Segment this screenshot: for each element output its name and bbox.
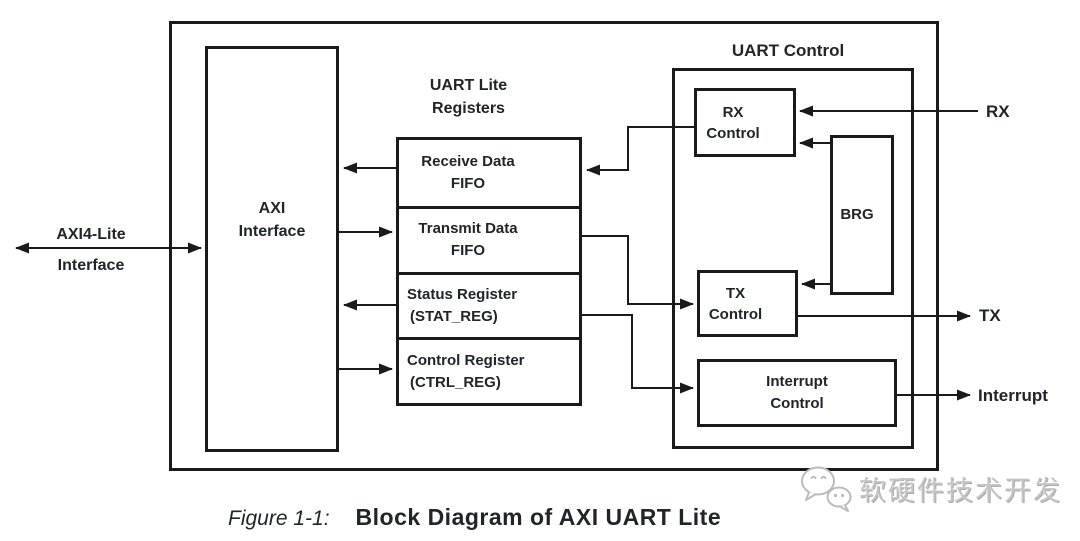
tx-port-label: TX: [979, 306, 1001, 325]
status-register: Status Register (STAT_REG): [399, 271, 579, 338]
receive-data-fifo-line2: FIFO: [450, 174, 486, 192]
figure-title: Block Diagram of AXI UART Lite: [355, 504, 722, 530]
receive-data-fifo-register: Receive Data FIFO: [399, 140, 579, 206]
axi4-lite-interface-label: AXI4-Lite Interface: [26, 226, 156, 275]
interrupt-control-line1: Interrupt: [766, 373, 828, 390]
tx-control-block: TX Control: [697, 270, 798, 337]
registers-heading-line2: Registers: [432, 100, 505, 117]
uart-lite-registers-heading: UART Lite Registers: [396, 74, 541, 120]
watermark-text: 软硬件技术开发: [859, 475, 1062, 506]
rx-control-line2: Control: [706, 124, 760, 142]
transmit-data-fifo-line2: FIFO: [450, 242, 486, 260]
axi4-lite-label-line1: AXI4-Lite: [56, 226, 126, 243]
axi-interface-line1: AXI: [258, 200, 286, 217]
rx-port-label: RX: [986, 102, 1010, 121]
axi4-lite-label-line2: Interface: [57, 257, 125, 274]
interrupt-port-label: Interrupt: [978, 386, 1048, 405]
wechat-bubbles-icon: [801, 466, 852, 512]
tx-control-line1: TX: [725, 284, 746, 302]
interrupt-control-block: Interrupt Control: [697, 359, 897, 427]
rx-control-block: RX Control: [694, 88, 796, 157]
figure-caption: Figure 1-1: Block Diagram of AXI UART Li…: [228, 504, 721, 531]
uart-control-title: UART Control: [731, 41, 845, 60]
control-register-line2: (CTRL_REG): [410, 373, 501, 391]
axi-interface-line2: Interface: [238, 223, 306, 240]
transmit-data-fifo-line1: Transmit Data: [418, 220, 518, 238]
figure-number: Figure 1-1:: [228, 507, 330, 530]
brg-block: BRG: [830, 135, 894, 295]
control-register: Control Register (CTRL_REG): [399, 337, 579, 403]
tx-control-line2: Control: [708, 305, 763, 323]
rx-control-line1: RX: [722, 103, 744, 121]
uart-lite-registers-block: Receive Data FIFO Transmit Data FIFO Sta…: [396, 137, 582, 406]
control-register-line1: Control Register: [407, 351, 525, 369]
receive-data-fifo-line1: Receive Data: [421, 152, 515, 170]
status-register-line2: (STAT_REG): [410, 307, 498, 325]
axi-interface-block: AXI Interface: [205, 46, 339, 452]
transmit-data-fifo-register: Transmit Data FIFO: [399, 205, 579, 272]
interrupt-control-line2: Control: [770, 395, 824, 412]
registers-heading-line1: UART Lite: [429, 77, 508, 94]
watermark: 软硬件技术开发: [797, 464, 1062, 512]
brg-label: BRG: [840, 206, 874, 223]
status-register-line1: Status Register: [407, 285, 518, 303]
axi-interface-label: AXI Interface: [208, 197, 336, 243]
